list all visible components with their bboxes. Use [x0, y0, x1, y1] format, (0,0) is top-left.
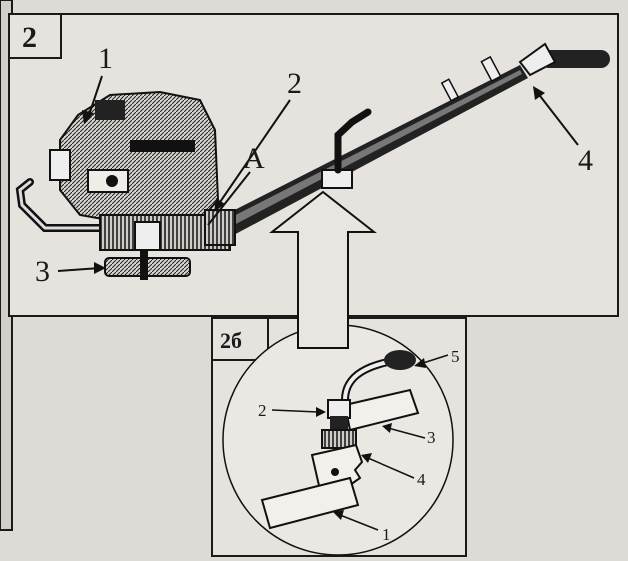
label-2-clamp: 2 [287, 67, 302, 100]
detail-label-4: 4 [417, 470, 426, 489]
main-labels: 1 2 A 3 4 [35, 42, 593, 288]
leader-A [207, 171, 251, 226]
panel-number-box [8, 13, 62, 59]
magnify-transfer-arrow [269, 190, 377, 349]
panel-number: 2 [22, 21, 37, 54]
handle-shaft-illustration [204, 42, 610, 246]
label-1-engine: 1 [98, 42, 113, 75]
label-3-blade: 3 [35, 255, 50, 288]
detail-label-5: 5 [451, 347, 460, 366]
leader-1 [87, 75, 103, 119]
detail-panel-number: 2б [220, 328, 242, 353]
leader-3 [57, 267, 101, 272]
leader-2 [217, 99, 291, 206]
main-panel: 2 [8, 13, 619, 317]
detail-label-2: 2 [258, 401, 267, 420]
detail-label-3: 3 [427, 428, 436, 447]
leader-4 [536, 91, 579, 146]
detail-labels: 5 2 3 4 1 [258, 347, 460, 544]
label-A-point: A [243, 142, 265, 175]
detail-number-box [211, 317, 269, 361]
detail-illustration [260, 350, 420, 530]
label-4-grip: 4 [578, 144, 593, 177]
detail-label-1: 1 [382, 525, 391, 544]
